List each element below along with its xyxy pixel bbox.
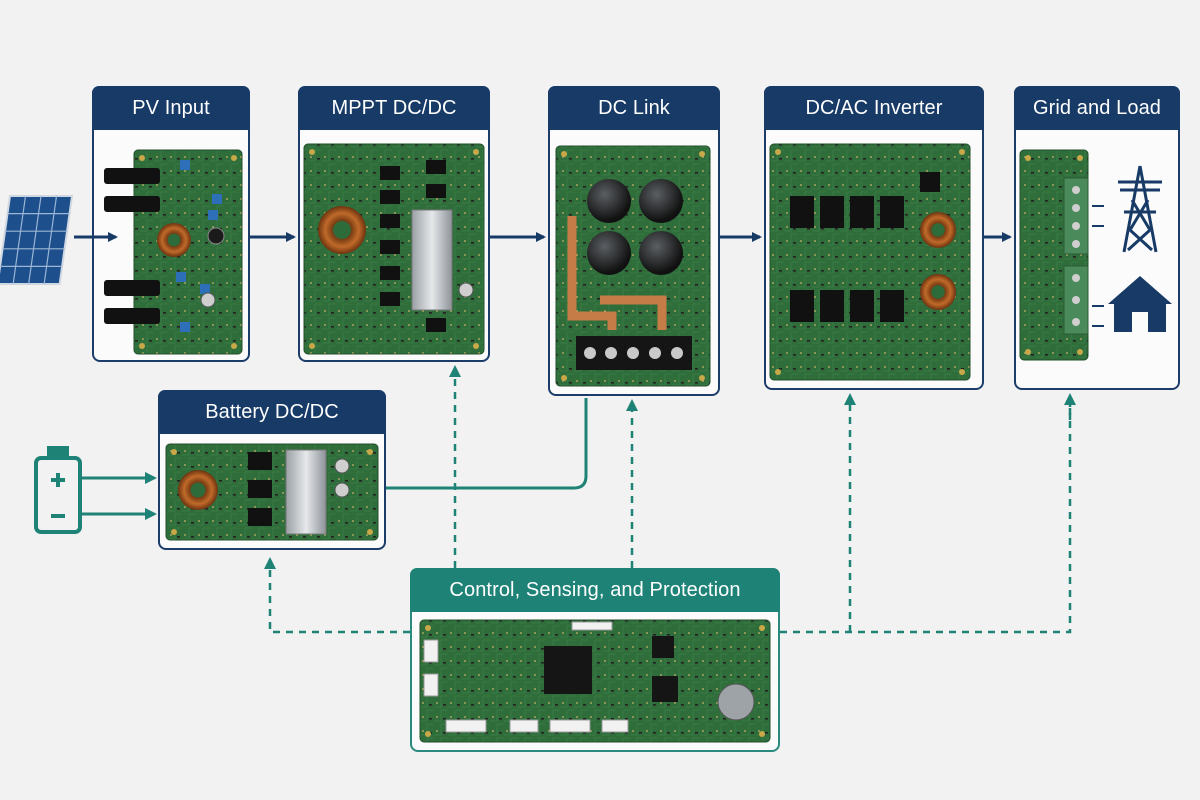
dc-link-title-overlay: DC Link (598, 96, 670, 119)
mppt-header-overlay: MPPT DC/DC (298, 86, 490, 130)
control-header-overlay: Control, Sensing, and Protection (410, 568, 780, 612)
battery-icon (34, 446, 82, 534)
battery-title-overlay: Battery DC/DC (205, 400, 339, 423)
battery-to-dclink-line (386, 398, 588, 490)
pv-input-header-overlay: PV Input (92, 86, 250, 130)
grid-load-header-overlay: Grid and Load (1014, 86, 1180, 130)
grid-load-pcb (1019, 149, 1104, 361)
dc-link-header-overlay: DC Link (548, 86, 720, 130)
igbt-row-bottom (790, 290, 904, 322)
dc-link-pcb (555, 145, 711, 387)
control-signal-lines (264, 365, 1076, 634)
control-pcb (419, 619, 771, 743)
solar-panel-icon (0, 195, 74, 285)
igbt-row-top (790, 196, 904, 228)
mppt-pcb (303, 143, 485, 355)
grid-load-title-overlay: Grid and Load (1032, 96, 1162, 119)
pv-input-pcb (104, 149, 243, 355)
control-to-grid (780, 396, 1072, 634)
control-title-overlay: Control, Sensing, and Protection (449, 578, 741, 601)
control-to-battery (264, 557, 410, 634)
mcu-chip (544, 646, 592, 694)
battery-arrows (82, 472, 157, 520)
mc4-connectors (104, 168, 160, 324)
pv-input-title-overlay: PV Input (132, 96, 210, 119)
house-icon (1108, 276, 1172, 332)
battery-header-overlay: Battery DC/DC (158, 390, 386, 434)
battery-pcb (165, 443, 379, 541)
inverter-title-overlay: DC/AC Inverter (805, 96, 943, 119)
mppt-title-overlay: MPPT DC/DC (331, 96, 457, 119)
bulk-capacitors (587, 179, 683, 275)
transmission-tower-icon (1118, 165, 1162, 253)
inverter-pcb (769, 143, 971, 381)
inverter-header-overlay: DC/AC Inverter (764, 86, 984, 130)
